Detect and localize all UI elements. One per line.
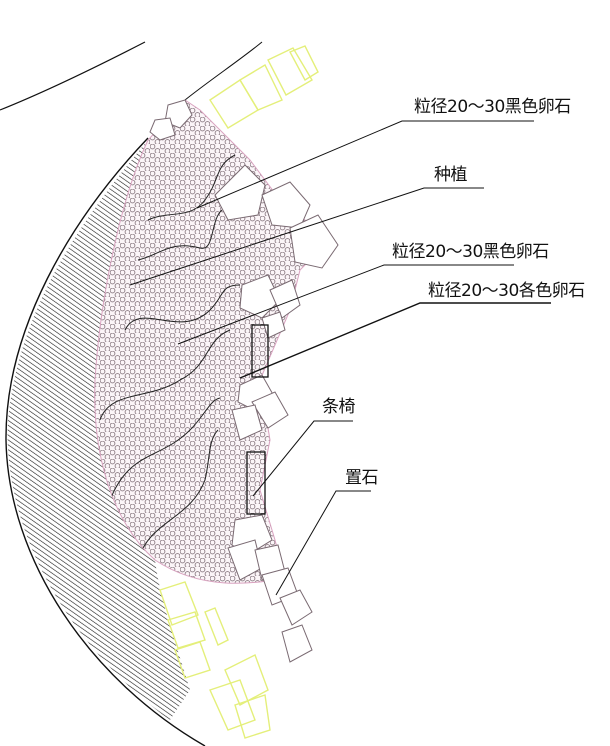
leader-bench (252, 420, 353, 497)
label-black-pebble-top: 粒径20～30黑色卵石 (414, 97, 571, 117)
leader-black-pebble-top (196, 120, 534, 209)
outer-circle-line (5, 137, 206, 746)
yellow-blocks-top (209, 45, 319, 129)
planting-curve-3 (124, 284, 241, 331)
label-bench: 条椅 (322, 397, 356, 417)
planting-curve-5 (109, 397, 221, 501)
leader-placed-stone (275, 490, 371, 596)
leader-planting (129, 187, 484, 286)
outer-arc-top-right (184, 41, 263, 101)
placed-stones (149, 99, 339, 663)
bench (246, 324, 269, 515)
planting-curve-6 (137, 429, 219, 561)
planting-curve-4 (99, 329, 231, 421)
label-black-pebble-mid: 粒径20～30黑色卵石 (392, 242, 549, 262)
label-placed-stone: 置石 (345, 468, 379, 488)
hatched-border (7, 140, 191, 720)
yellow-blocks-bottom (159, 581, 271, 739)
outer-arc-top (0, 41, 146, 111)
planting-curve-1 (147, 154, 236, 221)
planting-curve-2 (137, 209, 223, 261)
leader-mixed-pebble (239, 302, 551, 379)
leader-lines (129, 120, 551, 596)
label-mixed-pebble: 粒径20～30各色卵石 (428, 281, 585, 301)
label-planting: 种植 (434, 165, 468, 185)
leader-black-pebble-mid (177, 264, 514, 345)
